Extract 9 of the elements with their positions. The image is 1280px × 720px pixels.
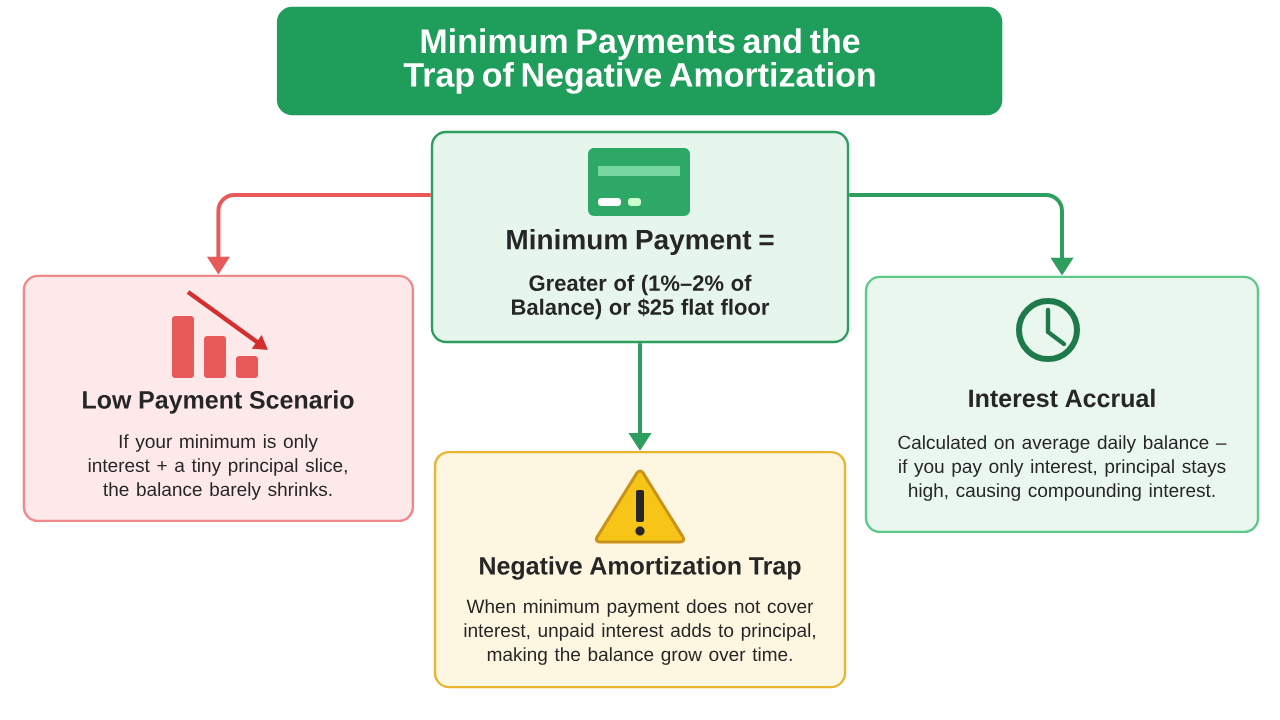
card-heading: Negative Amortization Trap <box>480 556 801 580</box>
card-heading: Interest Accrual <box>969 388 1155 408</box>
card-heading: Minimum Payment = <box>507 228 774 256</box>
card-description: Calculated on average daily balance – if you pay only interest, principal stays high, causing compounding interest. <box>898 435 1227 501</box>
card-description: When minimum payment does not cover interest, unpaid interest adds to principal, making the balance grow over time. <box>464 599 815 665</box>
title: Minimum Payments and the Trap of Negative Amortization <box>403 28 875 94</box>
card-heading: Low Payment Scenario <box>83 390 354 414</box>
formula-text: Greater of (1%–2% of Balance) or $25 flat floor <box>512 274 770 320</box>
card-description: If your minimum is only interest + a tiny principal slice, the balance barely shrinks. <box>88 434 347 500</box>
